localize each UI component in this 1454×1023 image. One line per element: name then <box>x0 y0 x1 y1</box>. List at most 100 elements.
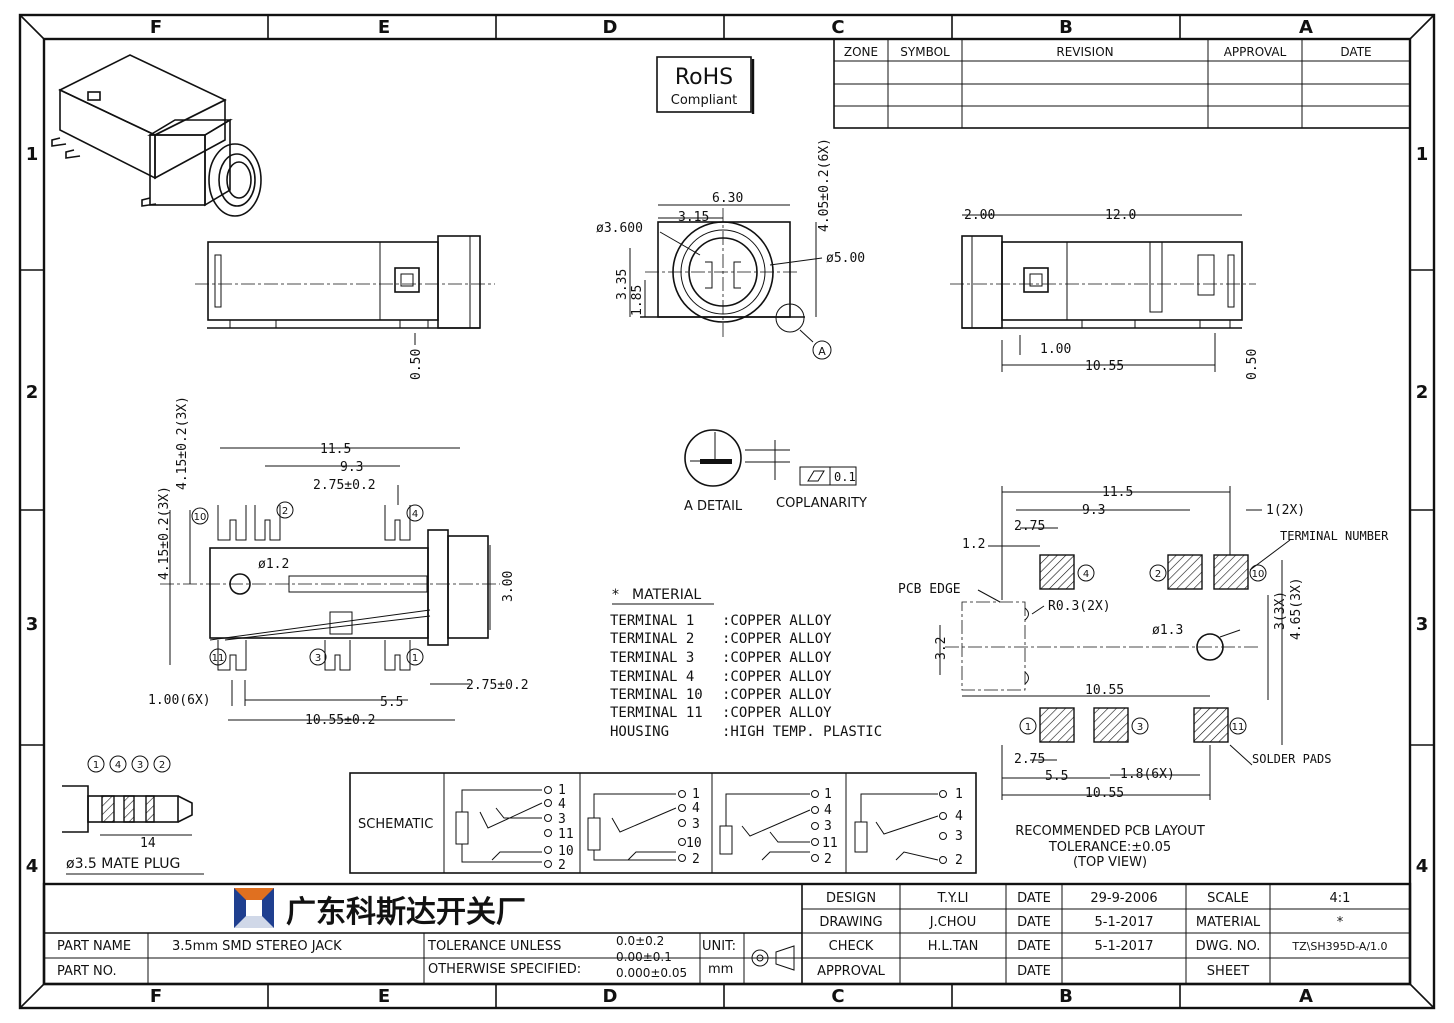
schem-p3-2: 2 <box>824 852 832 867</box>
schem-p2-1: 1 <box>692 787 700 802</box>
front-dim-height: 4.05±0.2(6X) <box>817 138 832 232</box>
tb-sheet-label: SHEET <box>1207 964 1249 979</box>
pcb-dim-32: 3.2 <box>934 637 949 660</box>
revision-table: ZONE SYMBOL REVISION APPROVAL DATE <box>833 38 1411 129</box>
tb-drawing-date-label: DATE <box>1017 915 1051 930</box>
col-label-b: B <box>1059 17 1073 38</box>
tolerance-label-2: OTHERWISE SPECIFIED: <box>428 962 581 977</box>
pcb-pad-label-11: 11 <box>1232 722 1245 733</box>
detail-a: 0.1 A DETAIL COPLANARITY <box>684 429 867 514</box>
pcb-pad-label-10: 10 <box>1252 569 1265 580</box>
schematic-label: SCHEMATIC <box>358 817 433 832</box>
schem-p4-2: 2 <box>955 853 963 868</box>
material-star-icon: * <box>612 587 619 603</box>
schem-p1-1: 1 <box>558 783 566 798</box>
front-dim-185: 1.85 <box>630 285 645 316</box>
row-label-4: 4 <box>26 856 39 877</box>
tolerance-label-1: TOLERANCE UNLESS <box>427 939 561 954</box>
row-label-2-right: 2 <box>1416 382 1429 403</box>
tolerance-2: 0.00±0.1 <box>616 950 672 964</box>
pcb-solder-label: SOLDER PADS <box>1252 752 1331 766</box>
pcb-dim-3-3x: 3(3X) <box>1273 591 1288 630</box>
rev-header-revision: REVISION <box>1056 45 1113 59</box>
front-view: A 6.30 3.15 ø3.600 ø5.00 4.05±0.2(6X) 3.… <box>596 138 865 360</box>
top-dim-415b: 4.15±0.2(3X) <box>175 396 190 490</box>
schem-p1-10: 10 <box>558 844 574 859</box>
col-label-a: A <box>1299 17 1313 38</box>
tb-scale-value: 4:1 <box>1330 891 1351 906</box>
col-label-e: E <box>378 17 390 38</box>
pcb-caption-2: TOLERANCE:±0.05 <box>1048 840 1171 855</box>
unit-label: UNIT: <box>702 939 736 954</box>
rev-header-approval: APPROVAL <box>1224 45 1287 59</box>
material-part-4: TERMINAL 4 <box>610 669 694 685</box>
top-dim-93: 9.3 <box>340 460 363 475</box>
pcb-dim-18: 1.8(6X) <box>1120 767 1175 782</box>
schem-p3-11: 11 <box>822 836 838 851</box>
top-dim-275b: 2.75±0.2 <box>466 678 529 693</box>
tolerance-1: 0.0±0.2 <box>616 934 664 948</box>
col-label-d-bottom: D <box>603 986 618 1007</box>
top-dim-hole: ø1.2 <box>258 557 289 572</box>
title-block: 广东科斯达开关厂 PART NAME PART NO. 3.5mm SMD ST… <box>42 882 1412 986</box>
tb-material-value: * <box>1337 915 1344 930</box>
rev-header-symbol: SYMBOL <box>900 45 950 59</box>
top-terminal-4: 4 <box>412 509 418 520</box>
pcb-dim-93: 9.3 <box>1082 503 1105 518</box>
projection-symbol-icon <box>746 945 795 971</box>
tb-design-date-label: DATE <box>1017 891 1051 906</box>
schem-p1-11: 11 <box>558 827 574 842</box>
tb-check-name: H.L.TAN <box>928 939 979 954</box>
side-view-left: 0.50 <box>195 235 495 380</box>
coplanarity-label: COPLANARITY <box>776 496 867 511</box>
plug-ring-4: 4 <box>115 760 121 771</box>
part-no-label: PART NO. <box>57 964 117 979</box>
pcb-hole: ø1.3 <box>1152 623 1183 638</box>
plug-ring-1: 1 <box>93 760 99 771</box>
tb-scale-label: SCALE <box>1207 891 1249 906</box>
pcb-pad-label-1: 1 <box>1025 722 1031 733</box>
pcb-pad-label-4: 4 <box>1083 569 1089 580</box>
row-label-4-right: 4 <box>1416 856 1429 877</box>
rohs-title: RoHS <box>675 65 733 90</box>
pcb-pad-3 <box>1093 707 1129 743</box>
col-label-d: D <box>603 17 618 38</box>
material-part-10: TERMINAL 10 <box>610 687 703 703</box>
tb-approval-date-label: DATE <box>1017 964 1051 979</box>
tb-check-date-label: DATE <box>1017 939 1051 954</box>
pcb-dim-275: 2.75 <box>1014 519 1045 534</box>
top-terminal-2: 2 <box>282 506 288 517</box>
top-dim-100: 1.00(6X) <box>148 693 211 708</box>
material-title: MATERIAL <box>632 587 701 603</box>
top-view: 11.5 9.3 2.75±0.2 4.15±0.2(3X) 4.15±0.2(… <box>148 396 529 728</box>
rohs-subtitle: Compliant <box>671 93 737 108</box>
pcb-dim-1055b: 10.55 <box>1085 786 1124 801</box>
plug-ring-3: 3 <box>137 760 143 771</box>
rev-header-zone: ZONE <box>844 45 878 59</box>
tb-dwgno-label: DWG. NO. <box>1196 939 1261 954</box>
pcb-pad-label-2: 2 <box>1155 569 1161 580</box>
material-part-11: TERMINAL 11 <box>610 705 703 721</box>
pcb-pad-1 <box>1039 707 1075 743</box>
plug-dim: 14 <box>140 836 156 851</box>
col-label-f-bottom: F <box>150 986 162 1007</box>
tb-design-date: 29-9-2006 <box>1090 891 1157 906</box>
schem-p1-3: 3 <box>558 812 566 827</box>
material-value-housing: :HIGH TEMP. PLASTIC <box>722 724 882 740</box>
top-dim-415a: 4.15±0.2(3X) <box>157 486 172 580</box>
col-label-c: C <box>831 17 844 38</box>
schem-p3-3: 3 <box>824 819 832 834</box>
material-value-11: :COPPER ALLOY <box>722 705 832 721</box>
coplanarity-value: 0.1 <box>834 470 856 484</box>
pcb-dim-115: 11.5 <box>1102 485 1133 500</box>
pcb-pad-label-3: 3 <box>1137 722 1143 733</box>
col-label-b-bottom: B <box>1059 986 1073 1007</box>
side-right-dim-200: 2.00 <box>964 208 995 223</box>
pcb-edge-label: PCB EDGE <box>898 582 961 597</box>
schem-p2-4: 4 <box>692 801 700 816</box>
schem-p2-10: 10 <box>686 836 702 851</box>
material-part-1: TERMINAL 1 <box>610 613 694 629</box>
col-label-f: F <box>150 17 162 38</box>
tb-drawing-name: J.CHOU <box>929 915 977 930</box>
